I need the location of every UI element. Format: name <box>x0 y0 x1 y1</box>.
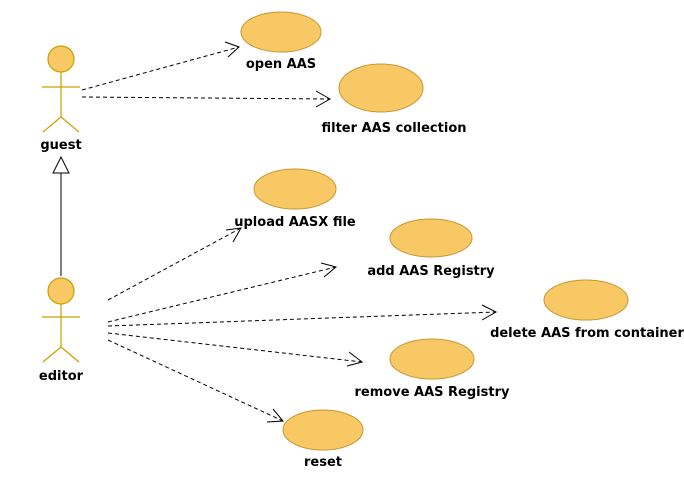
usecase-open-aas-ellipse <box>240 11 322 53</box>
dependency-line <box>107 332 363 363</box>
usecase-upload-aasx-file-ellipse <box>253 168 337 210</box>
dependency-arrowhead <box>315 90 332 108</box>
dependency-editor-upload-aasx-file <box>107 227 242 301</box>
actor-editor: editor <box>39 277 84 384</box>
usecase-delete-aas-from-container-label: delete AAS from container <box>490 326 684 341</box>
usecase-filter-aas-collection-ellipse <box>338 63 424 113</box>
actor-editor-label: editor <box>39 369 84 384</box>
dependency-guest-filter-aas-collection <box>81 90 332 108</box>
dependency-arrowhead <box>346 351 364 367</box>
actor-guest-head <box>47 45 75 73</box>
usecase-reset-label: reset <box>304 455 342 470</box>
usecase-remove-aas-registry-label: remove AAS Registry <box>355 385 510 400</box>
usecase-add-aas-registry-label: add AAS Registry <box>367 264 495 279</box>
dependency-line <box>81 46 240 91</box>
dependency-editor-remove-aas-registry <box>107 332 364 367</box>
dependency-editor-add-aas-registry <box>107 262 338 323</box>
actor-guest-label: guest <box>40 138 81 153</box>
dependency-arrowhead <box>224 41 240 58</box>
usecase-remove-aas-registry-ellipse <box>389 338 475 380</box>
dependency-line <box>107 227 242 301</box>
dependency-guest-open-aas <box>81 41 240 91</box>
actor-guest-left-leg <box>42 116 62 133</box>
usecase-reset-ellipse <box>282 409 364 451</box>
usecase-open-aas-label: open AAS <box>246 57 316 72</box>
generalization-editor-guest <box>52 155 70 276</box>
generalization-arrowhead <box>52 155 70 174</box>
dependency-editor-delete-aas-from-container <box>107 304 498 327</box>
actor-editor-left-leg <box>42 346 62 363</box>
dependency-arrowhead <box>266 408 285 423</box>
dependency-arrowhead <box>320 262 338 278</box>
usecase-add-aas-registry-ellipse <box>389 218 473 258</box>
dependency-arrowhead <box>225 227 242 243</box>
actor-editor-right-leg <box>60 346 80 363</box>
usecase-delete-aas-from-container-ellipse <box>543 279 629 321</box>
usecase-upload-aasx-file-label: upload AASX file <box>234 215 356 230</box>
actor-guest-right-leg <box>60 116 80 133</box>
dependency-line <box>107 311 497 327</box>
dependency-line <box>107 266 337 323</box>
actor-editor-head <box>47 277 75 305</box>
dependency-editor-reset <box>107 339 285 423</box>
dependency-arrowhead <box>481 304 498 321</box>
usecase-filter-aas-collection-label: filter AAS collection <box>322 121 467 136</box>
dependency-line <box>81 96 331 100</box>
dependency-line <box>107 339 284 422</box>
actor-guest: guest <box>40 45 82 153</box>
